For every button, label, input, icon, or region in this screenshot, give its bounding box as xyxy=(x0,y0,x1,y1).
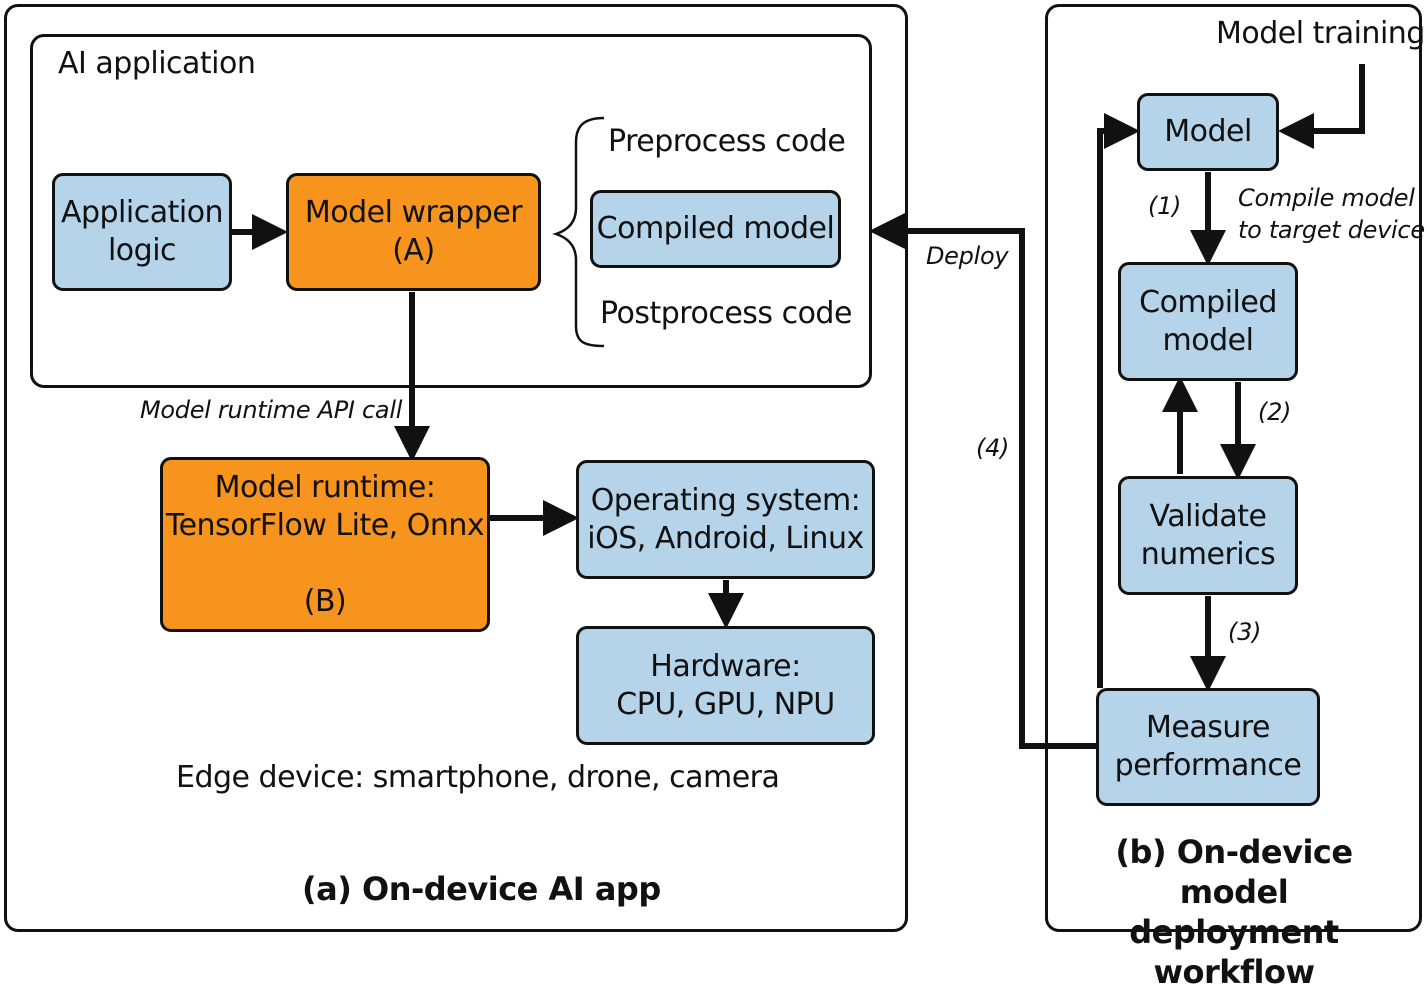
panel-a-caption: (a) On-device AI app xyxy=(302,870,661,908)
edge-device-label: Edge device: smartphone, drone, camera xyxy=(176,760,780,795)
step-1-label: (1) xyxy=(1148,192,1182,220)
step-2-label: (2) xyxy=(1258,398,1292,426)
validate-numerics-box: Validate numerics xyxy=(1118,476,1298,595)
model-wrapper-box: Model wrapper (A) xyxy=(286,173,541,291)
compile-model-note: Compile model to target device xyxy=(1238,184,1425,244)
connector-arrows xyxy=(231,64,1365,749)
model-box: Model xyxy=(1137,93,1279,171)
hardware-box: Hardware: CPU, GPU, NPU xyxy=(576,626,875,745)
arrow-training-to-model xyxy=(1278,64,1365,149)
panel-b-caption: (b) On-device model deployment workflow xyxy=(1115,833,1353,991)
ai-application-title: AI application xyxy=(58,46,256,81)
measure-performance-box: Measure performance xyxy=(1096,688,1320,806)
api-call-label: Model runtime API call xyxy=(140,396,403,424)
preprocess-code-label: Preprocess code xyxy=(608,124,846,159)
curly-brace xyxy=(552,116,605,348)
application-logic-box: Application logic xyxy=(52,173,232,291)
deploy-label: Deploy xyxy=(926,242,1009,270)
operating-system-box: Operating system: iOS, Android, Linux xyxy=(576,460,875,579)
arrow-deploy xyxy=(869,213,1096,749)
arrow-measure-to-model xyxy=(1097,113,1140,688)
compiled-model-step-box: Compiled model xyxy=(1118,262,1298,381)
postprocess-code-label: Postprocess code xyxy=(600,296,852,331)
compiled-model-box: Compiled model xyxy=(590,190,841,268)
step-4-label: (4) xyxy=(976,434,1010,462)
model-training-label: Model training xyxy=(1216,16,1425,51)
model-runtime-box: Model runtime: TensorFlow Lite, Onnx (B) xyxy=(160,457,490,632)
step-3-label: (3) xyxy=(1228,618,1262,646)
